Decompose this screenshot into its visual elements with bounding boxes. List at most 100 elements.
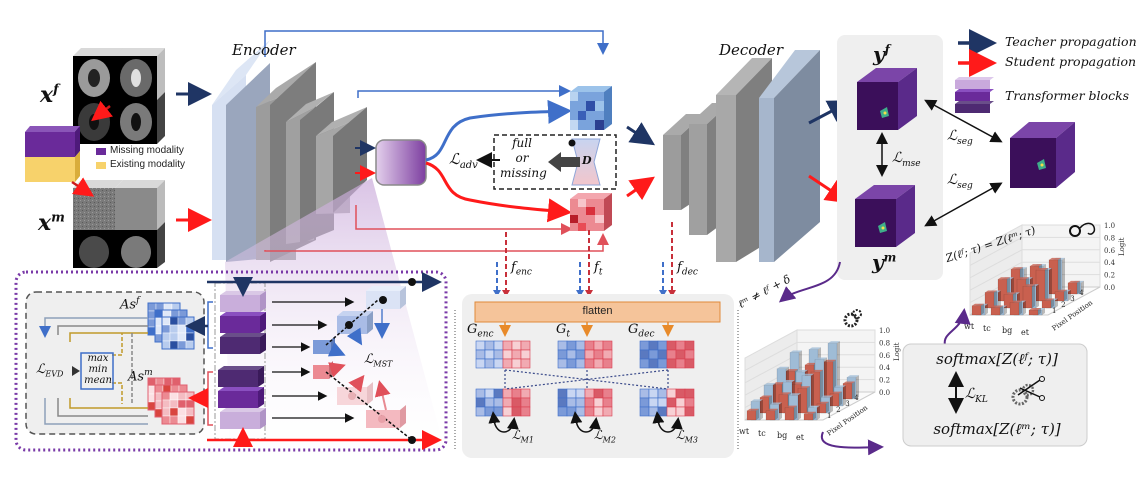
gram-cell xyxy=(584,349,595,360)
teacher-attention-map xyxy=(161,316,195,350)
gram-cell xyxy=(666,388,677,399)
category-tick-label: wt xyxy=(739,427,750,436)
gram-matrix xyxy=(639,388,695,417)
category-tick-label: bg xyxy=(777,431,787,440)
bar xyxy=(1048,257,1061,295)
gram-cell xyxy=(584,388,595,399)
gram-cell xyxy=(639,406,650,417)
gram-cell xyxy=(657,406,668,417)
bar xyxy=(746,408,759,421)
attention-cell xyxy=(161,415,171,425)
encoder-title: Encoder xyxy=(232,41,296,59)
mri-slice xyxy=(73,230,115,268)
modality-block-icon xyxy=(25,126,80,182)
gram-cell xyxy=(511,340,522,351)
z-tick-label: 0.2 xyxy=(1104,272,1115,280)
bar-side xyxy=(981,303,984,315)
gram-matrix xyxy=(557,388,613,417)
gram-cell xyxy=(666,406,677,417)
bar-top xyxy=(783,380,795,382)
bar-top xyxy=(809,347,821,350)
gram-cell xyxy=(520,397,531,408)
gram-cell xyxy=(520,388,531,399)
gram-cell xyxy=(684,340,695,351)
bar-side xyxy=(798,393,801,420)
attention-cell xyxy=(177,324,187,334)
evd-loss-label: ℒEVD xyxy=(36,362,64,379)
attention-cell xyxy=(185,332,195,342)
bar-face xyxy=(1028,309,1039,316)
gram-cell xyxy=(666,340,677,351)
gram-cell xyxy=(648,388,659,399)
gram-matrix xyxy=(475,340,531,369)
student-output-label: ym xyxy=(872,250,897,274)
z-tick-label: 0.8 xyxy=(879,339,890,347)
gram-cell xyxy=(493,358,504,369)
f-enc-label: fenc xyxy=(511,260,532,278)
bar-top xyxy=(1017,277,1029,280)
teacher-skip-connection xyxy=(357,85,571,98)
noise-slice xyxy=(115,180,165,230)
gram-cell xyxy=(675,349,686,360)
grid-line xyxy=(969,236,1023,266)
bar-top xyxy=(808,405,820,408)
f-dec-label: fdec xyxy=(677,260,698,278)
gram-cell xyxy=(493,340,504,351)
legend-missing-modality: Missing modality xyxy=(110,145,184,156)
bar-side xyxy=(1058,257,1061,294)
transformer-legend-icon xyxy=(955,77,994,113)
gram-cell xyxy=(520,340,531,351)
bar-side xyxy=(843,385,846,406)
bar-side xyxy=(1051,298,1054,308)
teacher-bottleneck-feature xyxy=(425,99,572,162)
bar-top xyxy=(802,373,814,376)
kl-panel xyxy=(902,343,1088,447)
z-tick-label: 0.8 xyxy=(1104,234,1115,242)
gram-cell xyxy=(584,406,595,417)
teacher-bracket xyxy=(207,301,213,349)
bar-top xyxy=(998,277,1010,280)
mst-connectors xyxy=(325,299,413,441)
transformer-bottleneck[interactable] xyxy=(375,139,427,186)
student-feature-cube xyxy=(570,193,612,231)
legend-existing-modality: Existing modality xyxy=(110,159,186,170)
bar xyxy=(765,408,778,421)
existing-legend-swatch xyxy=(96,162,106,169)
attention-cell xyxy=(169,332,179,342)
gram-cell xyxy=(666,358,677,369)
bar-top xyxy=(1049,257,1061,260)
gram-cell xyxy=(648,397,659,408)
bar-side xyxy=(1068,289,1071,301)
bar-top xyxy=(805,362,817,365)
gram-cell xyxy=(675,340,686,351)
gram-cell xyxy=(475,397,486,408)
bar xyxy=(803,411,816,421)
z-tick-label: 0.4 xyxy=(879,364,891,372)
gram-cell xyxy=(602,388,613,399)
gram-cell xyxy=(602,397,613,408)
gram-cell xyxy=(484,406,495,417)
kl-loss-label: ℒKL xyxy=(965,386,988,405)
bar-side xyxy=(1064,289,1067,301)
bar xyxy=(842,381,855,400)
depth-tick-label: 4 xyxy=(854,394,859,402)
bar-side xyxy=(824,357,827,406)
depth-tick-label: 3 xyxy=(1070,295,1074,303)
bar-side xyxy=(1019,300,1022,315)
bar-side xyxy=(1000,305,1003,315)
grid-line xyxy=(969,249,1023,279)
gram-cell xyxy=(575,349,586,360)
mri-slice xyxy=(115,100,157,144)
gram-cell xyxy=(575,406,586,417)
f-t-label: ft xyxy=(594,260,603,278)
gram-cell xyxy=(557,406,568,417)
attention-cell xyxy=(177,399,187,409)
gram-cell xyxy=(484,388,495,399)
teacher-skip-connection xyxy=(264,30,609,57)
discriminator-label: D xyxy=(582,154,592,167)
bar xyxy=(971,303,984,316)
gram-cell xyxy=(675,397,686,408)
attention-cell xyxy=(169,407,179,417)
gram-cell xyxy=(566,397,577,408)
